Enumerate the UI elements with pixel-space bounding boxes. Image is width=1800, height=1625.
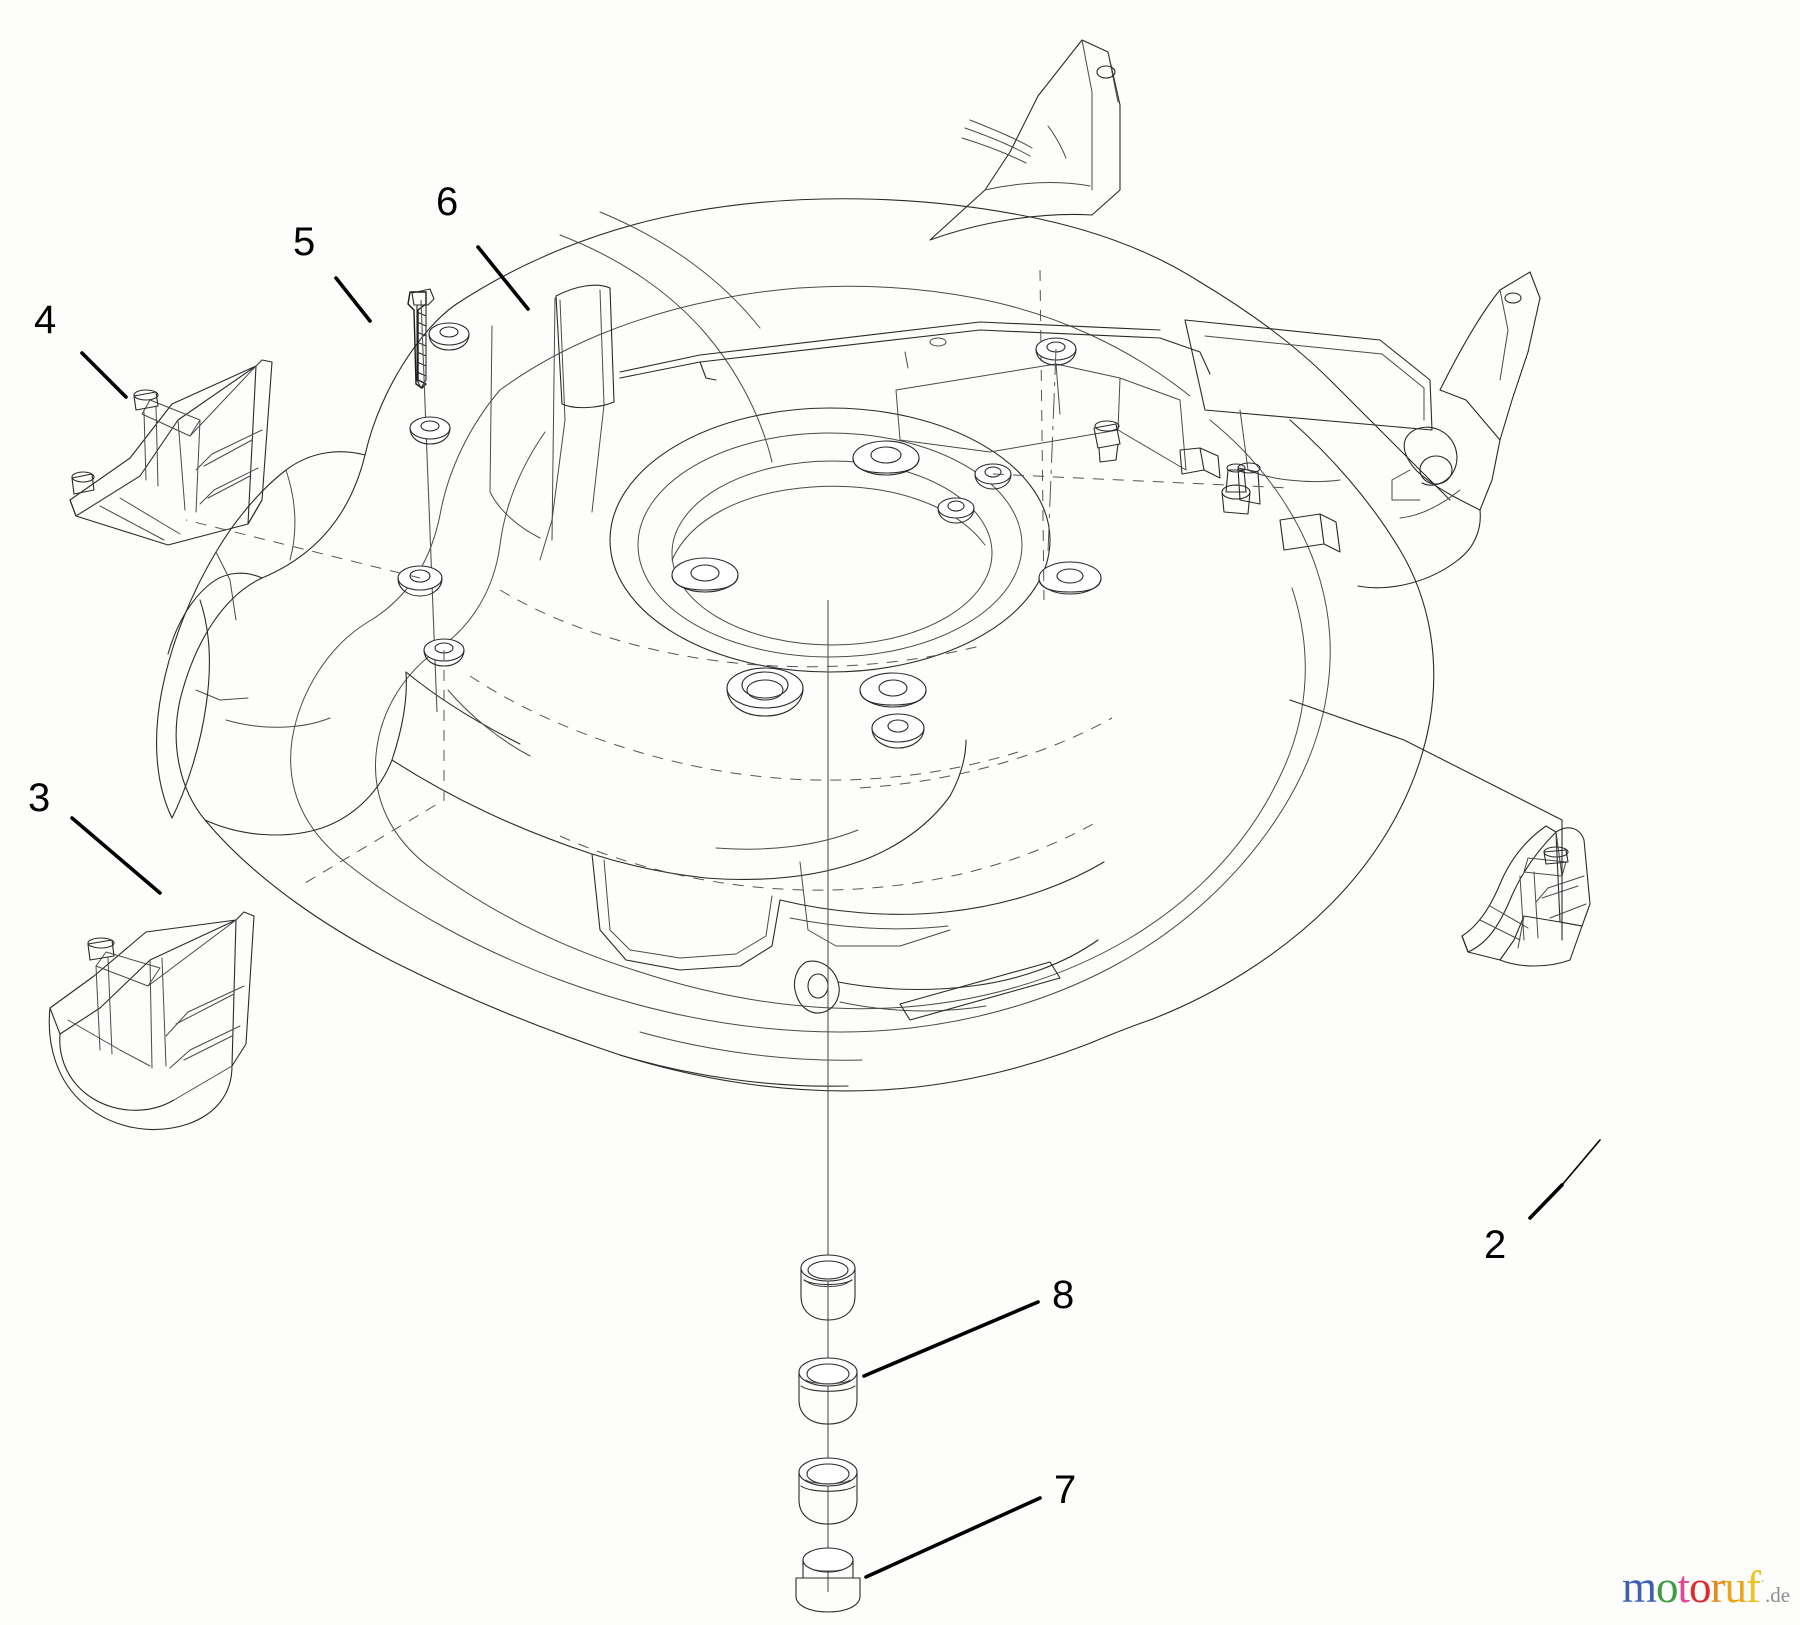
deflector-wedge-upper-left xyxy=(69,359,273,546)
housing-deck-part xyxy=(156,39,1541,1092)
engine-mount-boss-right xyxy=(1038,561,1102,595)
bushing-3 xyxy=(798,1457,858,1525)
deck-hinge-tab xyxy=(793,960,840,1014)
deck-stud-upper-right xyxy=(1093,420,1121,463)
watermark-dot: · xyxy=(1760,1574,1766,1590)
callout-label-4: 4 xyxy=(34,298,57,342)
callout-label-3: 3 xyxy=(28,776,51,820)
right-fastener-centerline xyxy=(1047,348,1057,553)
bushing-1 xyxy=(800,1254,856,1321)
deflector-wedge-right xyxy=(1461,825,1591,967)
callout-label-6: 6 xyxy=(436,180,459,224)
deflector-wedge-lower-left xyxy=(48,911,255,1130)
bushing-4 xyxy=(795,1547,861,1613)
flange-nut-right-low xyxy=(937,497,975,524)
callout-label-5: 5 xyxy=(293,220,316,264)
deck-grommet xyxy=(726,667,804,717)
engine-mount-boss-bottom xyxy=(859,672,927,708)
deflector-3-boss xyxy=(87,937,115,961)
watermark-letter-u: u xyxy=(1724,1562,1747,1612)
deflector-4-boss-lower xyxy=(71,471,95,495)
watermark-letter-t: t xyxy=(1677,1562,1690,1612)
engine-mount-boss-left xyxy=(671,557,739,593)
deck-boss-stud-right xyxy=(1221,463,1251,515)
deck-clip-bracket xyxy=(1279,513,1341,553)
watermark-letter-o1: o xyxy=(1656,1562,1678,1612)
deck-post xyxy=(1237,462,1261,505)
deck-small-boss xyxy=(871,713,925,749)
align-left-1 xyxy=(185,519,421,579)
deck-stud xyxy=(1179,447,1221,479)
align-left-2 xyxy=(299,650,445,887)
deflector-2-boss xyxy=(1543,846,1569,865)
flange-nut-1 xyxy=(428,322,470,351)
watermark-letter-o2: o xyxy=(1689,1562,1711,1612)
leader-lines xyxy=(70,245,1601,1579)
flange-nut-2 xyxy=(409,416,451,445)
watermark-letter-f: f xyxy=(1746,1562,1761,1612)
watermark-letter-m: m xyxy=(1622,1562,1657,1612)
motoruf-watermark: motoruf·.de xyxy=(1622,1565,1790,1610)
watermark-tld: .de xyxy=(1765,1583,1791,1607)
engine-mount-boss-top xyxy=(852,440,920,476)
callout-label-2: 2 xyxy=(1484,1223,1507,1267)
flange-nut-3 xyxy=(397,565,443,597)
callout-label-7: 7 xyxy=(1054,1468,1077,1512)
align-right-1 xyxy=(992,473,1291,489)
bushing-2 xyxy=(798,1357,858,1425)
watermark-letter-r: r xyxy=(1710,1562,1726,1612)
deflector-4-boss xyxy=(133,389,159,411)
callout-label-8: 8 xyxy=(1052,1273,1075,1317)
